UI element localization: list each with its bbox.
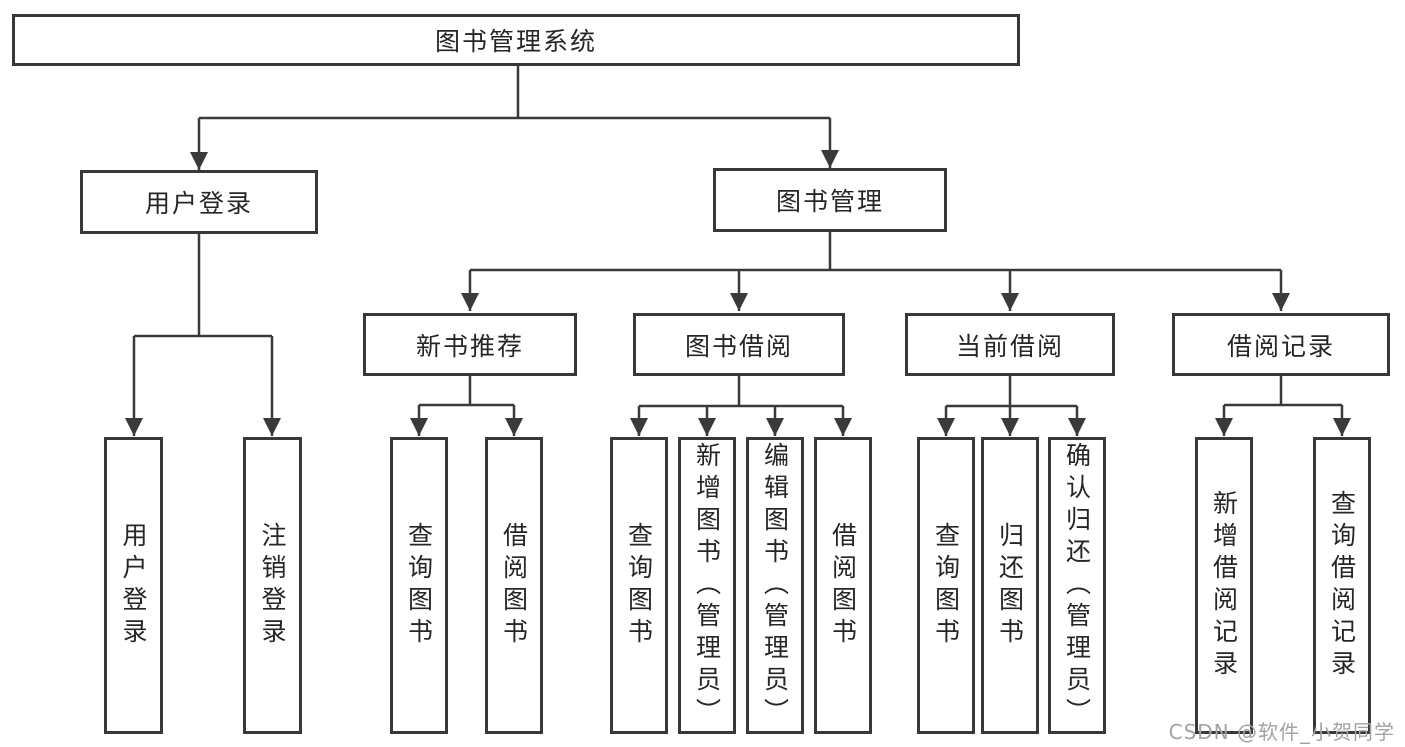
node-book-borrow: 图书借阅 xyxy=(633,313,845,376)
node-book-management: 图书管理 xyxy=(713,168,947,232)
leaf-add-book-admin: 新增图书（管理员） xyxy=(678,437,736,734)
leaf-label: 查询借阅记录 xyxy=(1327,489,1357,682)
leaf-label: 查询图书 xyxy=(931,521,961,650)
leaf-confirm-return-admin: 确认归还（管理员） xyxy=(1048,437,1106,734)
leaf-label: 注销登录 xyxy=(258,521,287,650)
node-borrow-records: 借阅记录 xyxy=(1172,313,1390,376)
leaf-borrow-books-borrow: 借阅图书 xyxy=(814,437,872,734)
leaf-label: 新增图书（管理员） xyxy=(692,441,722,730)
leaf-label: 借阅图书 xyxy=(499,521,529,650)
leaf-add-borrow-record: 新增借阅记录 xyxy=(1195,437,1253,734)
leaf-label: 归还图书 xyxy=(995,521,1025,650)
connector-userlogin-to-children xyxy=(134,234,272,338)
node-root: 图书管理系统 xyxy=(12,14,1020,66)
leaf-label: 用户登录 xyxy=(119,521,148,650)
leaf-label: 查询图书 xyxy=(624,521,654,650)
leaf-label: 编辑图书（管理员） xyxy=(760,441,790,730)
connector-bookmgmt-to-sections xyxy=(470,232,1281,272)
tree-arrow-lines xyxy=(125,118,1351,436)
leaf-logout: 注销登录 xyxy=(243,437,302,734)
leaf-query-books-current: 查询图书 xyxy=(917,437,975,734)
node-current-borrow: 当前借阅 xyxy=(905,313,1115,376)
node-user-login: 用户登录 xyxy=(80,170,318,234)
leaf-query-books-recommend: 查询图书 xyxy=(390,437,448,734)
leaf-edit-book-admin: 编辑图书（管理员） xyxy=(746,437,804,734)
connector-bookborrow-to-children xyxy=(639,376,843,408)
tree-connector-paths xyxy=(134,66,1342,408)
leaf-borrow-books-recommend: 借阅图书 xyxy=(485,437,543,734)
node-new-book-recommend: 新书推荐 xyxy=(363,313,577,376)
leaf-query-books-borrow: 查询图书 xyxy=(610,437,668,734)
leaf-user-login: 用户登录 xyxy=(104,437,163,734)
connector-root-to-level2 xyxy=(199,66,830,120)
csdn-watermark: CSDN @软件_小贺同学 xyxy=(1168,720,1395,744)
connector-newbook-to-children xyxy=(419,376,514,407)
leaf-label: 新增借阅记录 xyxy=(1209,489,1239,682)
leaf-label: 借阅图书 xyxy=(828,521,858,650)
connector-borrowrecords-to-children xyxy=(1224,376,1342,407)
leaf-return-books: 归还图书 xyxy=(981,437,1039,734)
leaf-label: 查询图书 xyxy=(404,521,434,650)
leaf-query-borrow-record: 查询借阅记录 xyxy=(1313,437,1371,734)
connector-currentborrow-to-children xyxy=(946,375,1077,408)
leaf-label: 确认归还（管理员） xyxy=(1062,441,1092,730)
